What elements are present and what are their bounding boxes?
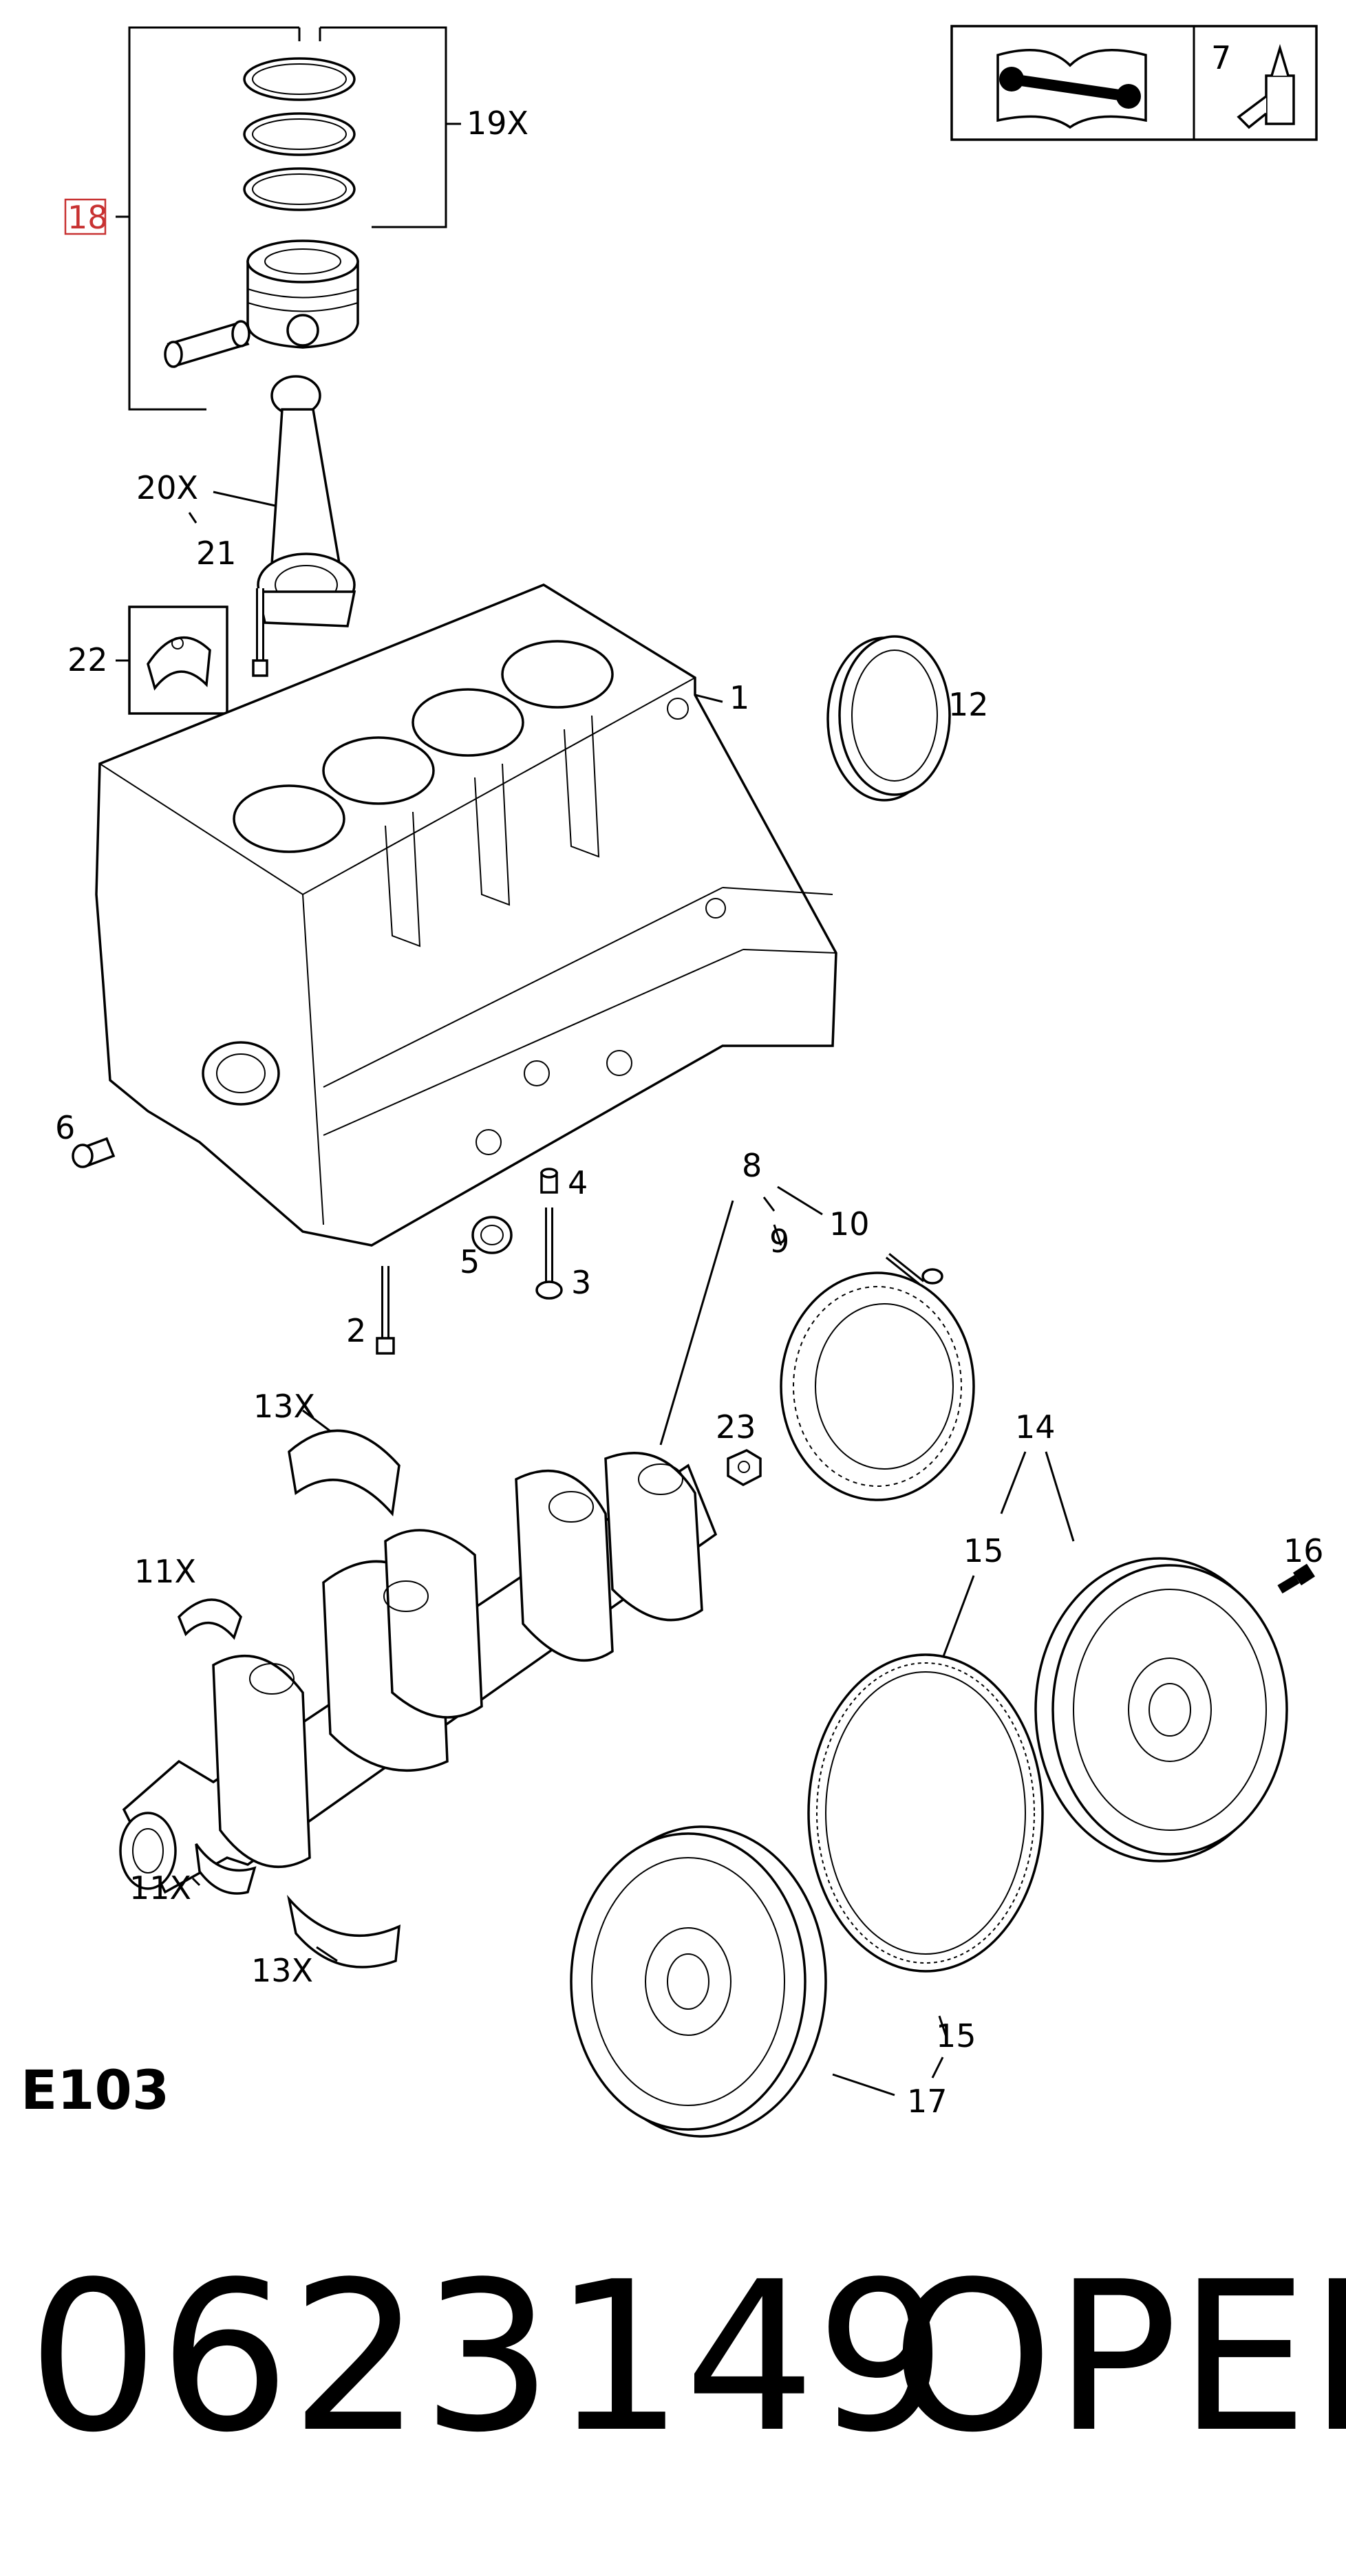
book-wrench-icon [996,48,1147,129]
main-bearing-13x-upper [288,1429,400,1517]
flywheel-left-17 [570,1825,827,2138]
callout-12: 12 [948,686,989,723]
callout-8: 8 [742,1147,762,1184]
callout-15-upper: 15 [963,1532,1004,1569]
rod-bolt-21 [252,588,268,677]
piston-rings [243,57,356,211]
plug-4 [540,1168,558,1194]
callout-17: 17 [907,2083,948,2120]
header-icon-box: 7 [950,25,1318,141]
callout-13x-upper: 13X [253,1388,315,1425]
sealant-ref-label: 7 [1211,39,1231,76]
page-label: E103 [21,2060,169,2122]
cylinder-block [95,583,837,1247]
callout-5: 5 [460,1243,480,1280]
ring-gear-15 [807,1653,1044,1973]
callout-15-lower: 15 [936,2017,976,2054]
plug-6 [72,1137,116,1168]
sealant-tube-icon [1237,43,1295,129]
callout-10: 10 [829,1205,870,1243]
callout-23: 23 [716,1408,756,1446]
main-bearing-13x-lower [286,1894,401,1968]
callout-14: 14 [1015,1408,1056,1446]
callout-11x-lower: 11X [129,1869,191,1907]
bolt-3 [535,1208,563,1300]
callout-3: 3 [571,1264,591,1301]
main-bearing-11x-upper [177,1598,242,1640]
rear-main-seal [826,635,951,802]
callout-1: 1 [729,679,749,716]
connecting-rod [256,375,356,627]
crankshaft [119,1452,718,1894]
piston [246,239,359,349]
main-bearing-11x-lower [195,1843,257,1895]
callout-9: 9 [769,1223,789,1260]
nut-23 [727,1449,762,1487]
callout-16: 16 [1283,1532,1324,1569]
screw-10 [885,1253,943,1286]
reluctor-wheel [780,1271,975,1501]
rod-bearing-22 [116,605,228,715]
block-bolt-2 [376,1266,395,1355]
callout-4: 4 [568,1164,588,1201]
piston-pin [164,320,250,368]
plug-5 [471,1216,513,1254]
callout-19x: 19X [467,105,528,142]
callout-22: 22 [67,641,108,678]
callout-18: 18 [67,199,108,236]
callout-21: 21 [196,535,237,572]
callout-6: 6 [55,1109,75,1146]
bolt-16 [1277,1563,1315,1594]
callout-11x-upper: 11X [134,1553,196,1590]
flywheel-right [1034,1557,1288,1863]
callout-2: 2 [346,1312,366,1349]
callout-20x: 20X [136,469,198,506]
brand-label: OPEL [891,2237,1346,2478]
callout-13x-lower: 13X [251,1952,313,1989]
part-number: 0623149 [28,2237,947,2478]
piston-bracket-18 [64,26,461,411]
